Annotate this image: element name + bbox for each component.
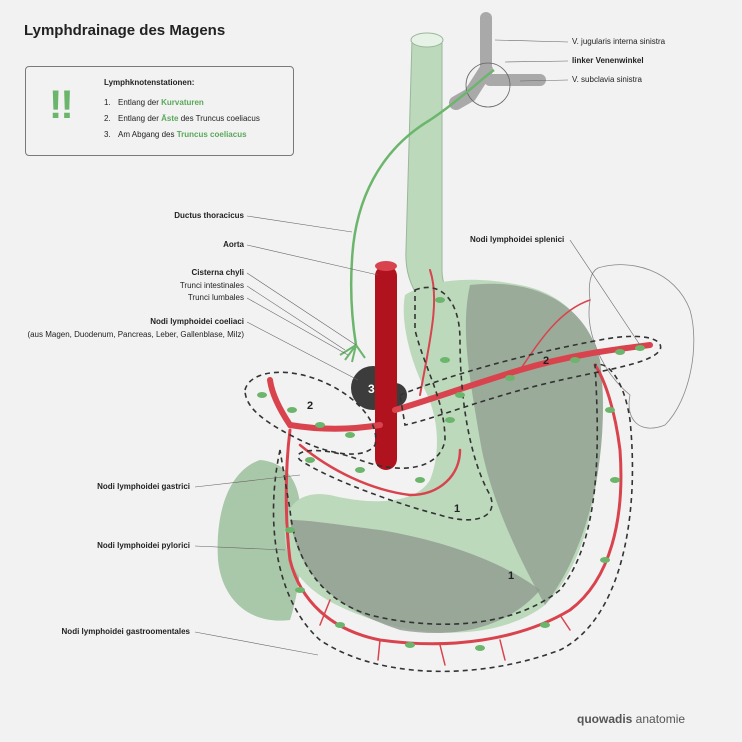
exclamation-icon: !! <box>49 83 74 127</box>
label-nodi-gastroomentales: Nodi lymphoidei gastroomentales <box>61 627 190 636</box>
esophagus-opening <box>410 32 444 48</box>
label-nodi-pylorici: Nodi lymphoidei pylorici <box>97 541 190 550</box>
legend-item-3: 3.Am Abgang des Truncus coeliacus <box>104 130 247 139</box>
label-ductus-thoracicus: Ductus thoracicus <box>174 211 244 220</box>
page-title: Lymphdrainage des Magens <box>24 22 226 39</box>
label-v-subclavia: V. subclavia sinistra <box>572 75 642 84</box>
label-nodi-coeliaci-sub: (aus Magen, Duodenum, Pancreas, Leber, G… <box>27 330 244 339</box>
ductus-thoracicus <box>349 68 495 346</box>
label-cisterna-chyli: Cisterna chyli <box>191 268 244 277</box>
node-regions <box>244 286 662 673</box>
label-v-jugularis: V. jugularis interna sinistra <box>572 37 666 46</box>
label-trunci-lumbales: Trunci lumbales <box>187 293 244 302</box>
duodenum-shape <box>217 460 302 621</box>
arteries <box>267 269 653 666</box>
jugular-subclavian-veins <box>449 12 546 110</box>
brand-logo: quowadis anatomie <box>577 712 686 726</box>
aorta <box>375 265 397 470</box>
stomach-antrum-dark <box>290 520 540 634</box>
region-number-2-left: 2 <box>307 400 313 412</box>
lymph-nodes <box>257 297 645 651</box>
legend-heading: Lymphknotenstationen: <box>104 78 195 87</box>
leader-lines <box>194 39 641 656</box>
stomach-fundus-dark <box>465 283 603 605</box>
label-venenwinkel: linker Venenwinkel <box>572 56 644 65</box>
label-aorta: Aorta <box>223 240 244 249</box>
region-number-3: 3 <box>368 382 375 396</box>
label-nodi-splenici: Nodi lymphoidei splenici <box>470 235 565 244</box>
legend-item-1: 1.Entlang der Kurvaturen <box>104 98 204 107</box>
esophagus <box>405 39 457 301</box>
region-number-1-lesser: 1 <box>454 503 460 515</box>
legend-item-2: 2.Entlang der Äste des Truncus coeliacus <box>104 114 260 123</box>
legend-box: !! Lymphknotenstationen: 1.Entlang der K… <box>25 66 294 156</box>
region-number-2-right: 2 <box>543 355 549 367</box>
label-nodi-coeliaci: Nodi lymphoidei coeliaci <box>150 317 244 326</box>
region-number-1-greater: 1 <box>508 570 514 582</box>
label-trunci-intestinales: Trunci intestinales <box>179 281 244 290</box>
label-nodi-gastrici: Nodi lymphoidei gastrici <box>97 482 190 491</box>
